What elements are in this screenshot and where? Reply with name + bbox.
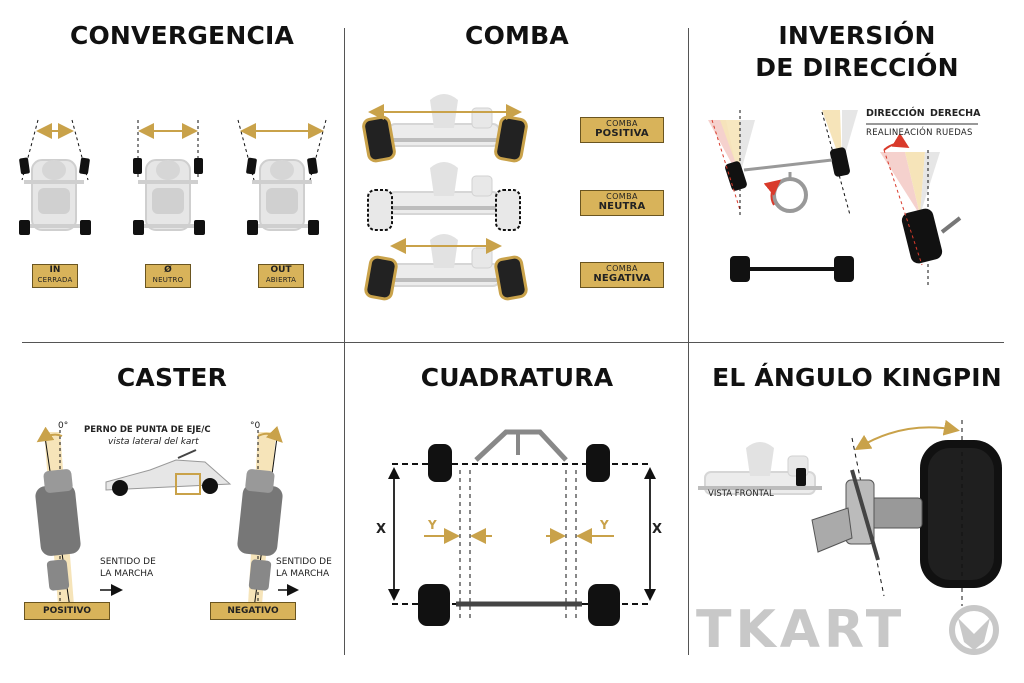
convergencia-kart-out (237, 119, 327, 235)
title-cuadratura: CUADRATURA (420, 363, 614, 392)
label-bottom: NEGATIVA (593, 273, 651, 284)
caster-diagram (35, 425, 299, 609)
kingpin-vista: VISTA FRONTAL (708, 489, 774, 499)
label-text: NEGATIVO (227, 606, 279, 616)
inversion-legend-sub: REALINEACIÓN RUEDAS (866, 128, 973, 138)
convergencia-kart-neutro (133, 120, 205, 235)
title-caster: CASTER (116, 363, 228, 392)
comba-kart-positiva (362, 92, 528, 163)
cuadratura-x-right: X (652, 522, 663, 537)
caster-perno-title: PERNO DE PUNTA DE EJE/C (84, 425, 211, 435)
label-code: IN (49, 265, 61, 275)
caster-label-negativo: NEGATIVO (210, 602, 296, 620)
label-name: CERRADA (37, 276, 73, 284)
divider-vertical-2 (688, 28, 689, 655)
label-code: OUT (270, 265, 292, 275)
title-comba: COMBA (465, 21, 569, 50)
caster-sentido-right-2: LA MARCHA (276, 569, 330, 579)
tkart-logo: TKART (696, 600, 906, 660)
cuadratura-y-right: Y (600, 518, 609, 532)
convergencia-kart-in (19, 119, 91, 235)
caster-sentido-left-1: SENTIDO DE (100, 557, 156, 567)
label-bottom: NEUTRA (598, 201, 646, 212)
title-kingpin: EL ÁNGULO KINGPIN (712, 363, 1002, 392)
label-name: NEUTRO (152, 276, 184, 284)
comba-label-positiva: COMBA POSITIVA (580, 117, 664, 143)
label-text: POSITIVO (42, 606, 92, 616)
title-inversion-line2: DE DIRECCIÓN (755, 53, 959, 82)
label-top: COMBA (606, 119, 638, 128)
divider-vertical-1 (344, 28, 345, 655)
convergencia-label-in: IN CERRADA (32, 264, 78, 288)
kingpin-diagram (696, 419, 1002, 606)
inversion-diagram (708, 110, 978, 285)
caster-perno-sub: vista lateral del kart (108, 437, 199, 447)
caster-angle-right: °0 (250, 421, 261, 431)
divider-horizontal (22, 342, 1004, 343)
convergencia-label-out: OUT ABIERTA (258, 264, 304, 288)
caster-sentido-right-1: SENTIDO DE (276, 557, 332, 567)
caster-sentido-left-2: LA MARCHA (100, 569, 154, 579)
cuadratura-x-left: X (376, 522, 387, 537)
convergencia-label-neutro: Ø NEUTRO (145, 264, 191, 288)
label-top: COMBA (606, 192, 638, 201)
caster-label-positivo: POSITIVO (24, 602, 110, 620)
title-convergencia: CONVERGENCIA (69, 21, 295, 50)
comba-label-negativa: COMBA NEGATIVA (580, 262, 664, 288)
comba-kart-negativa (364, 232, 528, 301)
label-bottom: POSITIVA (595, 128, 649, 139)
label-name: ABIERTA (265, 276, 297, 284)
comba-label-neutra: COMBA NEUTRA (580, 190, 664, 216)
cuadratura-diagram (388, 429, 656, 626)
inversion-legend-left: DIRECCIÓN (866, 108, 925, 119)
caster-angle-left: 0° (58, 421, 69, 431)
tkart-logo-mark (949, 605, 999, 655)
title-inversion-line1: INVERSIÓN (778, 21, 936, 50)
label-code: Ø (164, 265, 172, 275)
comba-kart-neutra (367, 160, 521, 231)
cuadratura-y-left: Y (428, 518, 437, 532)
label-top: COMBA (606, 264, 638, 273)
inversion-legend-right: DERECHA (930, 108, 981, 119)
